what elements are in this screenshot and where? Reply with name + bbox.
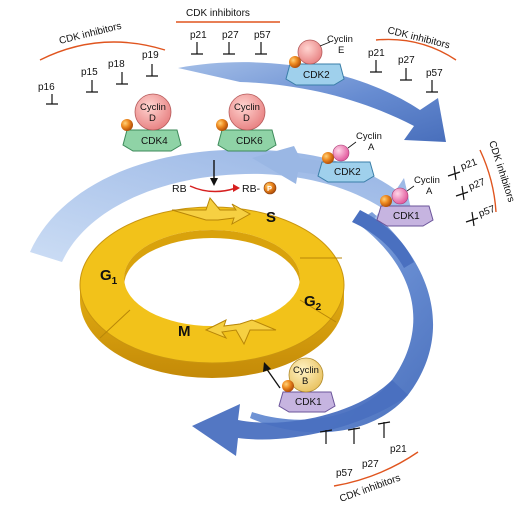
inhibitor-p57: p57 bbox=[477, 204, 497, 220]
inhibitor-p15: p15 bbox=[81, 67, 98, 78]
cyclin-d-letter: D bbox=[243, 113, 250, 124]
cyclin-d-label: Cyclin bbox=[234, 102, 260, 113]
inhibitor-p57: p57 bbox=[336, 468, 353, 479]
cyclin-d-circle bbox=[134, 93, 172, 131]
cyclin-b-circle bbox=[288, 357, 324, 393]
checkpoint-arrow-bottom bbox=[204, 319, 277, 346]
cdk1-label: CDK1 bbox=[393, 211, 420, 222]
cyclin-a-label: Cyclin bbox=[356, 131, 382, 142]
cyclin-b-letter: B bbox=[302, 376, 308, 387]
big-cycle-arrow bbox=[178, 62, 446, 142]
phase-g1-label: G1 bbox=[100, 267, 118, 287]
cyclin-a-letter: A bbox=[368, 142, 375, 153]
complex-cyclin-a-cdk1: CDK1 Cyclin A bbox=[376, 175, 440, 227]
checkpoint-arrow-top bbox=[171, 196, 252, 226]
rb-label: RB bbox=[172, 183, 187, 195]
inhibitor-p57: p57 bbox=[426, 68, 443, 79]
inhibitors-title: CDK inhibitors bbox=[486, 140, 516, 204]
phosphate-icon bbox=[289, 56, 301, 68]
cyclin-e-letter: E bbox=[338, 45, 344, 56]
inhibitor-p21: p21 bbox=[368, 48, 385, 59]
phosphate-icon bbox=[263, 181, 277, 195]
rb-p-label: RB- bbox=[242, 183, 261, 195]
cyclin-a-circle bbox=[391, 187, 409, 205]
phosphate-icon bbox=[216, 119, 228, 131]
cyclin-d-label: Cyclin bbox=[140, 102, 166, 113]
inhibitors-top-left: CDK inhibitors p16 p15 p18 p19 bbox=[38, 21, 166, 105]
cdk1-label: CDK1 bbox=[295, 397, 322, 408]
g2-arrow bbox=[352, 210, 414, 268]
inhibitor-p21: p21 bbox=[190, 30, 207, 41]
phase-g2-label: G2 bbox=[304, 293, 322, 313]
inhibitors-title: CDK inhibitors bbox=[386, 25, 451, 51]
complex-cyclin-d-cdk6: CDK6 Cyclin D bbox=[216, 93, 277, 152]
phase-m-label: M bbox=[178, 323, 191, 340]
phosphate-label: P bbox=[267, 184, 272, 193]
complex-cyclin-e-cdk2: CDK2 Cyclin E bbox=[285, 34, 353, 86]
g1-s-arrow bbox=[30, 149, 414, 262]
phosphate-icon bbox=[380, 195, 392, 207]
cyclin-a-label: Cyclin bbox=[414, 175, 440, 186]
phase-s-label: S bbox=[266, 209, 276, 226]
inhibitor-p27: p27 bbox=[398, 55, 415, 66]
cdk4-label: CDK4 bbox=[141, 136, 168, 147]
cyclin-d-letter: D bbox=[149, 113, 156, 124]
cyclin-b-label: Cyclin bbox=[293, 365, 319, 376]
cyclin-e-label: Cyclin bbox=[327, 34, 353, 45]
cdk2-label: CDK2 bbox=[303, 70, 330, 81]
complex-cyclin-a-cdk2: CDK2 Cyclin A bbox=[317, 131, 382, 183]
inhibitors-right: CDK inhibitors p21 p27 p57 bbox=[447, 140, 516, 227]
inhibitor-p16: p16 bbox=[38, 82, 55, 93]
complex-cyclin-b-cdk1: CDK1 Cyclin B bbox=[263, 357, 336, 413]
big-cycle-arrow-bottom bbox=[192, 380, 408, 456]
inhibitor-p27: p27 bbox=[362, 459, 379, 470]
inhibitors-top-right: CDK inhibitors p21 p27 p57 bbox=[368, 25, 457, 93]
inhibitor-p18: p18 bbox=[108, 59, 125, 70]
cyclin-e-circle bbox=[297, 39, 323, 65]
inhibitor-p21: p21 bbox=[390, 444, 407, 455]
inhibitor-p57: p57 bbox=[254, 30, 271, 41]
cyclin-d-circle bbox=[228, 93, 266, 131]
cdk2-label: CDK2 bbox=[334, 167, 361, 178]
cyclin-a-letter: A bbox=[426, 186, 433, 197]
phosphate-icon bbox=[322, 152, 334, 164]
inhibitors-top-center: CDK inhibitors p21 p27 p57 bbox=[176, 8, 280, 55]
cdk6-label: CDK6 bbox=[236, 136, 263, 147]
inhibitor-p19: p19 bbox=[142, 50, 159, 61]
complex-cyclin-d-cdk4: CDK4 Cyclin D bbox=[121, 93, 182, 152]
inhibitor-p27: p27 bbox=[222, 30, 239, 41]
inhibitor-p21: p21 bbox=[459, 157, 479, 173]
phosphate-icon bbox=[121, 119, 133, 131]
cyclin-a-circle bbox=[332, 144, 350, 162]
inhibitors-bottom: p57 p27 p21 CDK inhibitors bbox=[319, 421, 419, 505]
phosphate-icon bbox=[282, 380, 294, 392]
inhibitors-title: CDK inhibitors bbox=[186, 8, 250, 19]
rb-phosphorylation: RB RB- P bbox=[172, 160, 277, 195]
inhibitor-p27: p27 bbox=[467, 177, 487, 193]
inhibitors-title: CDK inhibitors bbox=[58, 21, 123, 47]
small-s-arrow bbox=[252, 146, 330, 184]
